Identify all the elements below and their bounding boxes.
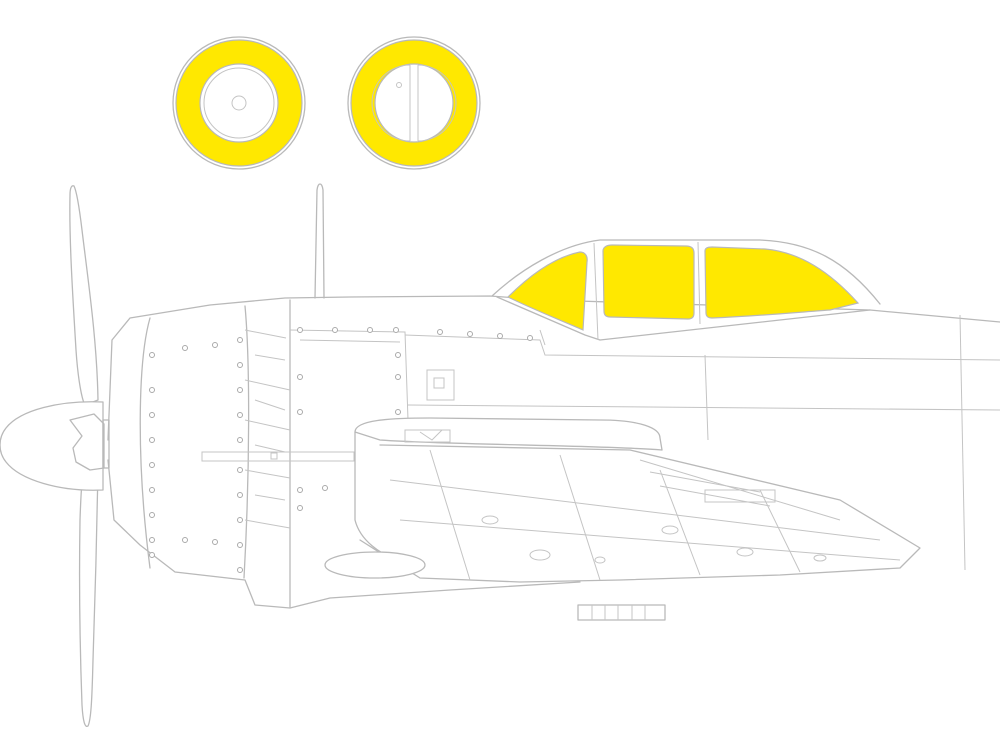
rivets <box>149 327 533 573</box>
propeller <box>69 185 99 728</box>
canopy <box>491 239 881 341</box>
fuselage <box>107 183 1000 621</box>
canopy-middle-panel <box>602 244 695 320</box>
canopy-masks <box>506 244 860 331</box>
wheel-mask-left <box>172 36 306 170</box>
canopy-front-panel <box>506 251 588 331</box>
canopy-rear-panel <box>704 246 860 319</box>
spinner <box>0 401 110 491</box>
wheel-mask-right <box>347 36 481 170</box>
